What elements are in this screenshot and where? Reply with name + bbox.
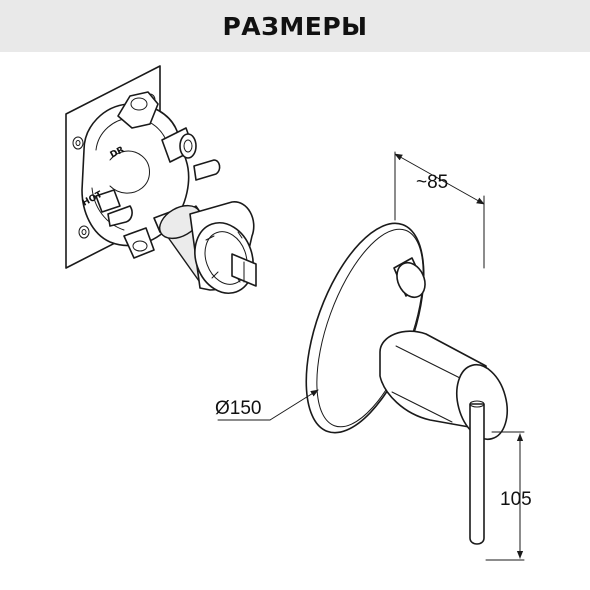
diameter-dimension-label: Ø150 xyxy=(215,398,261,419)
section-header: РАЗМЕРЫ xyxy=(0,0,590,52)
concealed-valve-body: DR HOT xyxy=(65,65,257,294)
height-dimension-label: 105 xyxy=(500,489,532,510)
mixer-trim: ~85 Ø150 105 xyxy=(215,151,532,561)
diverter-knob xyxy=(393,257,426,299)
mixer-cartridge xyxy=(159,201,257,294)
section-title: РАЗМЕРЫ xyxy=(222,11,368,41)
depth-dimension-label: ~85 xyxy=(416,172,448,193)
handle-lever xyxy=(469,400,485,545)
depth-dimension-line xyxy=(394,153,485,205)
handle-body xyxy=(379,330,508,441)
diameter-leader xyxy=(269,389,319,421)
